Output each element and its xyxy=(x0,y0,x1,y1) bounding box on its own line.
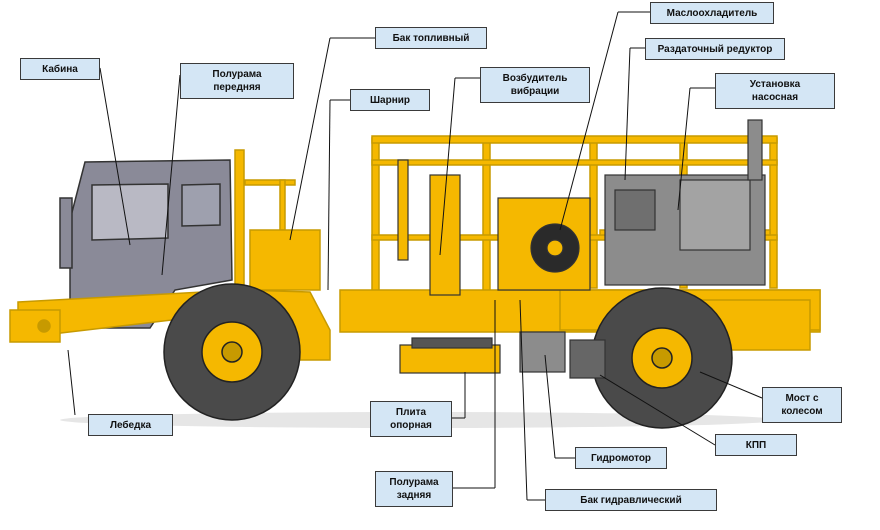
cabin-shape xyxy=(59,159,233,329)
front-platform xyxy=(234,149,321,291)
label-vibration-exciter: Возбудитель вибрации xyxy=(480,67,590,103)
winch-shape xyxy=(9,309,61,343)
label-rear-half-frame: Полурама задняя xyxy=(375,471,453,507)
label-cabin: Кабина xyxy=(20,58,100,80)
label-hydraulic-motor: Гидромотор xyxy=(575,447,667,469)
front-wheel xyxy=(163,283,301,421)
label-gearbox: КПП xyxy=(715,434,797,456)
leader-lines xyxy=(67,11,763,501)
label-oil-cooler: Маслоохладитель xyxy=(650,2,774,24)
label-winch: Лебедка xyxy=(88,414,173,436)
label-pump-unit: Установка насосная xyxy=(715,73,835,109)
gearbox-shape xyxy=(519,331,606,379)
label-axle-with-wheel: Мост с колесом xyxy=(762,387,842,423)
label-hinge: Шарнир xyxy=(350,89,430,111)
label-base-plate: Плита опорная xyxy=(370,401,452,437)
vibration-assembly xyxy=(397,159,501,374)
label-transfer-gearbox: Раздаточный редуктор xyxy=(645,38,785,60)
rear-wheel xyxy=(591,287,733,429)
label-front-half-frame: Полурама передняя xyxy=(180,63,294,99)
label-fuel-tank: Бак топливный xyxy=(375,27,487,49)
pump-unit-shape xyxy=(604,119,766,286)
label-hydraulic-tank: Бак гидравлический xyxy=(545,489,717,511)
exciter-block xyxy=(497,197,591,291)
